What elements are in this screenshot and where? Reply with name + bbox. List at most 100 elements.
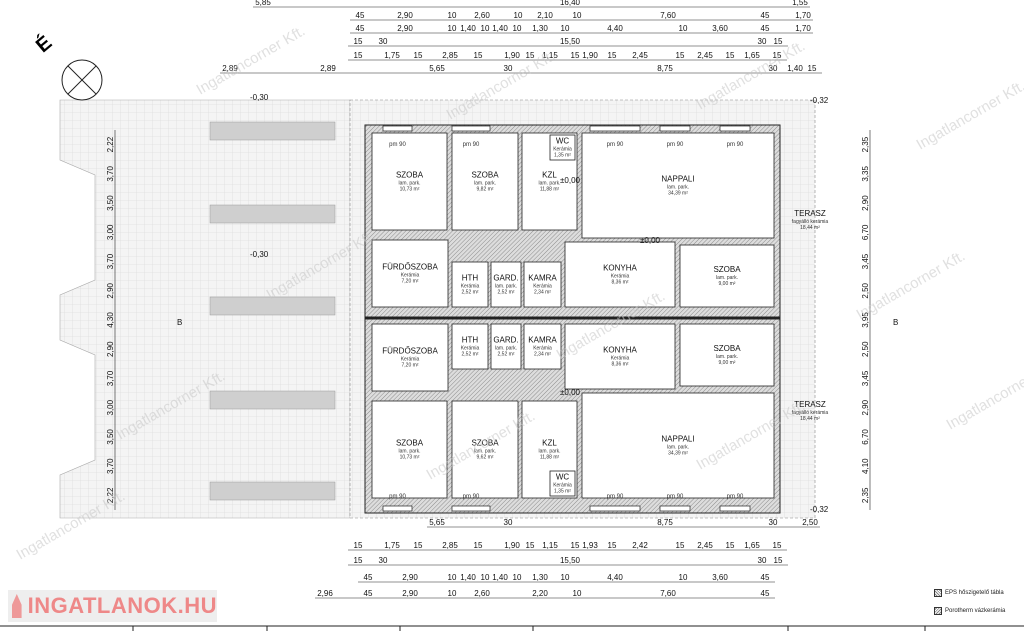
dimension-label: 1,65 xyxy=(744,541,760,550)
room-floor: lam. park. xyxy=(667,445,689,451)
dimension-label: 2,90 xyxy=(397,24,413,33)
dimension-label: 6,70 xyxy=(861,429,870,445)
legend: EPS hőszigetelő tábla Porotherm vázkerám… xyxy=(934,589,1005,625)
room-gard xyxy=(490,261,522,308)
window-label: pm 90 xyxy=(463,494,480,500)
room-floor: Kerámia xyxy=(461,346,480,352)
dimension-label: 10 xyxy=(481,24,490,33)
house-icon xyxy=(12,594,22,618)
dimension-label: 3,50 xyxy=(106,195,115,211)
dimension-label: 2,22 xyxy=(106,487,115,503)
window xyxy=(659,125,691,132)
dimension-label: 7,60 xyxy=(660,11,676,20)
room-floor: Kerámia xyxy=(533,346,552,352)
dimension-label: 1,75 xyxy=(384,541,400,550)
room-wc xyxy=(549,134,576,161)
dimension-label: 30 xyxy=(758,556,767,565)
dimension-label: 10 xyxy=(561,24,570,33)
dimension-label: 3,60 xyxy=(712,573,728,582)
dimension-label: 2,85 xyxy=(442,541,458,550)
dimension-label: 15 xyxy=(726,541,735,550)
window-label: pm 90 xyxy=(727,142,744,148)
room-name: NAPPALI xyxy=(661,435,694,444)
room-floor: Kerámia xyxy=(611,274,630,280)
room-hth xyxy=(451,261,489,308)
dimension-label: 1,40 xyxy=(460,24,476,33)
dimension-label: 1,90 xyxy=(504,51,520,60)
dimension-label: 4,40 xyxy=(607,573,623,582)
level-mark: -0,32 xyxy=(810,505,829,514)
dimension-label: 10 xyxy=(679,573,688,582)
room-area: 2,52 m² xyxy=(498,352,515,358)
dimension-label: 3,45 xyxy=(861,253,870,269)
room-name: SZOBA xyxy=(713,265,741,274)
dimension-label: 2,50 xyxy=(861,282,870,298)
room-area: 11,88 m² xyxy=(540,187,560,193)
room-name: KAMRA xyxy=(528,274,557,283)
dimension-label: 15,50 xyxy=(560,37,581,46)
window xyxy=(719,125,751,132)
dimension-label: 15 xyxy=(774,556,783,565)
room-floor: lam. park. xyxy=(495,284,517,290)
window-label: pm 90 xyxy=(607,494,624,500)
room-name: SZOBA xyxy=(713,344,741,353)
watermark: Ingatlancorner Kft. xyxy=(944,357,1024,433)
dimension-label: 15 xyxy=(773,51,782,60)
dimension-label: 3,70 xyxy=(106,458,115,474)
dimension-label: 1,93 xyxy=(582,541,598,550)
dimension-label: 15 xyxy=(571,51,580,60)
window-label: pm 90 xyxy=(667,494,684,500)
room-name: SZOBA xyxy=(471,171,499,180)
room-name: WC xyxy=(556,137,570,146)
room-floor: lam. park. xyxy=(495,346,517,352)
level-mark: -0,32 xyxy=(810,96,829,105)
room-area: 8,36 m² xyxy=(612,362,629,368)
room-floor: lam. park. xyxy=(399,181,421,187)
dimension-label: 15 xyxy=(354,556,363,565)
dimension-label: 10 xyxy=(448,11,457,20)
dimension-label: 4,30 xyxy=(106,312,115,328)
dimension-label: 30 xyxy=(769,64,778,73)
dimension-label: 10 xyxy=(561,573,570,582)
dimension-label: 1,90 xyxy=(504,541,520,550)
dimension-label: 2,90 xyxy=(861,195,870,211)
parking-strip xyxy=(209,481,336,501)
legend-label: Porotherm vázkerámia xyxy=(945,608,1006,614)
room-nappali xyxy=(581,392,775,499)
room-area: 18,44 m² xyxy=(800,225,820,231)
dimension-label: 2,90 xyxy=(861,399,870,415)
level-mark: ±0,00 xyxy=(560,388,581,397)
window xyxy=(589,125,641,132)
window-label: pm 90 xyxy=(667,142,684,148)
dimension-label: 45 xyxy=(356,11,365,20)
dimension-label: 15 xyxy=(774,37,783,46)
dimension-label: 10 xyxy=(481,573,490,582)
dimension-label: 30 xyxy=(379,556,388,565)
dimension-label: 1,40 xyxy=(492,24,508,33)
dimension-label: 3,60 xyxy=(712,24,728,33)
room-floor: Kerámia xyxy=(461,284,480,290)
dimension-label: 1,75 xyxy=(384,51,400,60)
dimension-label: 15 xyxy=(526,51,535,60)
dimension-label: 10 xyxy=(573,11,582,20)
dimension-label: 15 xyxy=(726,51,735,60)
window-label: pm 90 xyxy=(463,142,480,148)
dimension-label: 3,70 xyxy=(106,370,115,386)
dimension-label: 1,65 xyxy=(744,51,760,60)
dimension-label: 2,90 xyxy=(402,573,418,582)
dimension-label: 5,85 xyxy=(255,0,271,7)
dimension-label: 1,55 xyxy=(792,0,808,7)
dimension-label: 45 xyxy=(364,589,373,598)
room-floor: lam. park. xyxy=(716,275,738,281)
section-label: B xyxy=(177,318,182,327)
dimension-label: 10 xyxy=(448,573,457,582)
dimension-label: 15,50 xyxy=(560,556,581,565)
dimension-label: 15 xyxy=(354,541,363,550)
dimension-label: 8,75 xyxy=(657,64,673,73)
dimension-label: 2,45 xyxy=(697,541,713,550)
dimension-label: 2,96 xyxy=(317,589,333,598)
room-area: 2,52 m² xyxy=(498,290,515,296)
north-arrow-icon xyxy=(67,65,97,95)
room-nappali xyxy=(581,132,775,239)
room-floor: fagyálló kerámia xyxy=(792,410,829,416)
